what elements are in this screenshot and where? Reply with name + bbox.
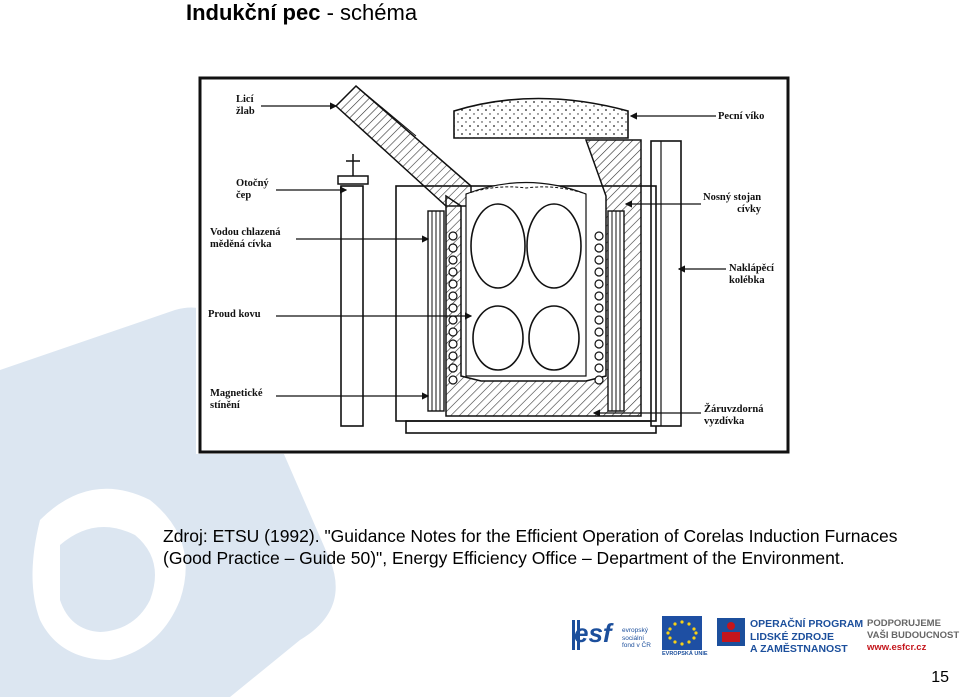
label-lici-zlab: Licí žlab (236, 94, 255, 117)
title-rest: - schéma (320, 0, 418, 25)
label-nosny-stojan: Nosný stojan cívky (703, 192, 762, 215)
source-citation: Zdroj: ETSU (1992). "Guidance Notes for … (163, 526, 898, 568)
op-text: OPERAČNÍ PROGRAM LIDSKÉ ZDROJE A ZAMĚSTN… (750, 618, 864, 655)
furnace-drawing (198, 76, 790, 454)
support-text: PODPORUJEME VAŠI BUDOUCNOST www.esfcr.cz (867, 618, 959, 654)
coil-right (594, 231, 604, 385)
support-line2: VAŠI BUDOUCNOST (867, 630, 960, 641)
label-chlazena-civka: Vodou chlazená měděná cívka (210, 227, 281, 250)
title-bold: Indukční pec (186, 0, 321, 25)
label-otocny-cep: Otočný čep (236, 178, 269, 201)
esf-caption: evropský sociální fond v ČR (622, 627, 651, 649)
label-magneticke-stineni: Magnetické stínění (210, 388, 263, 411)
label-naklapeci-koleba: Naklápěcí kolébka (729, 263, 774, 286)
logo-graphics (572, 616, 745, 652)
support-url[interactable]: www.esfcr.cz (867, 642, 927, 653)
page-title: Indukční pec - schéma (186, 0, 417, 26)
label-proud-kovu: Proud kovu (208, 309, 261, 320)
support-line1: PODPORUJEME (867, 618, 941, 629)
esf-logo: esf (574, 618, 612, 648)
footer-logos: esf evropský sociální fond v ČR EVROPSKÁ… (570, 612, 960, 662)
page-number: 15 (931, 669, 949, 686)
label-pecni-viko: Pecní víko (718, 111, 765, 122)
label-zaruvzdorna-vyzdivka: Žáruvzdorná vyzdívka (704, 404, 764, 427)
furnace-diagram: Licí žlab Otočný čep Vodou chlazená mědě… (196, 76, 792, 454)
eu-caption: EVROPSKÁ UNIE (662, 651, 708, 657)
coil-left (448, 231, 458, 385)
